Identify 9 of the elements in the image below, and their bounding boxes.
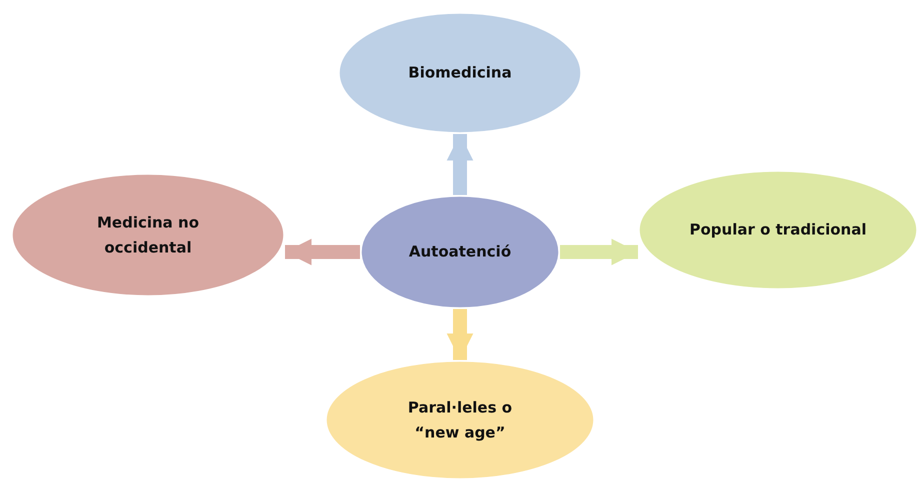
node-label: Autoatenció [408, 242, 512, 263]
block-arrow [285, 238, 360, 266]
node-label: Popular o tradicional [688, 220, 868, 241]
block-arrow [560, 238, 638, 266]
node-label: Medicina no occidental [96, 212, 200, 258]
block-arrow [446, 309, 474, 360]
node-label: Biomedicina [407, 62, 513, 84]
node-label: Paral·leles o “new age” [406, 397, 514, 443]
block-arrow [446, 134, 474, 195]
